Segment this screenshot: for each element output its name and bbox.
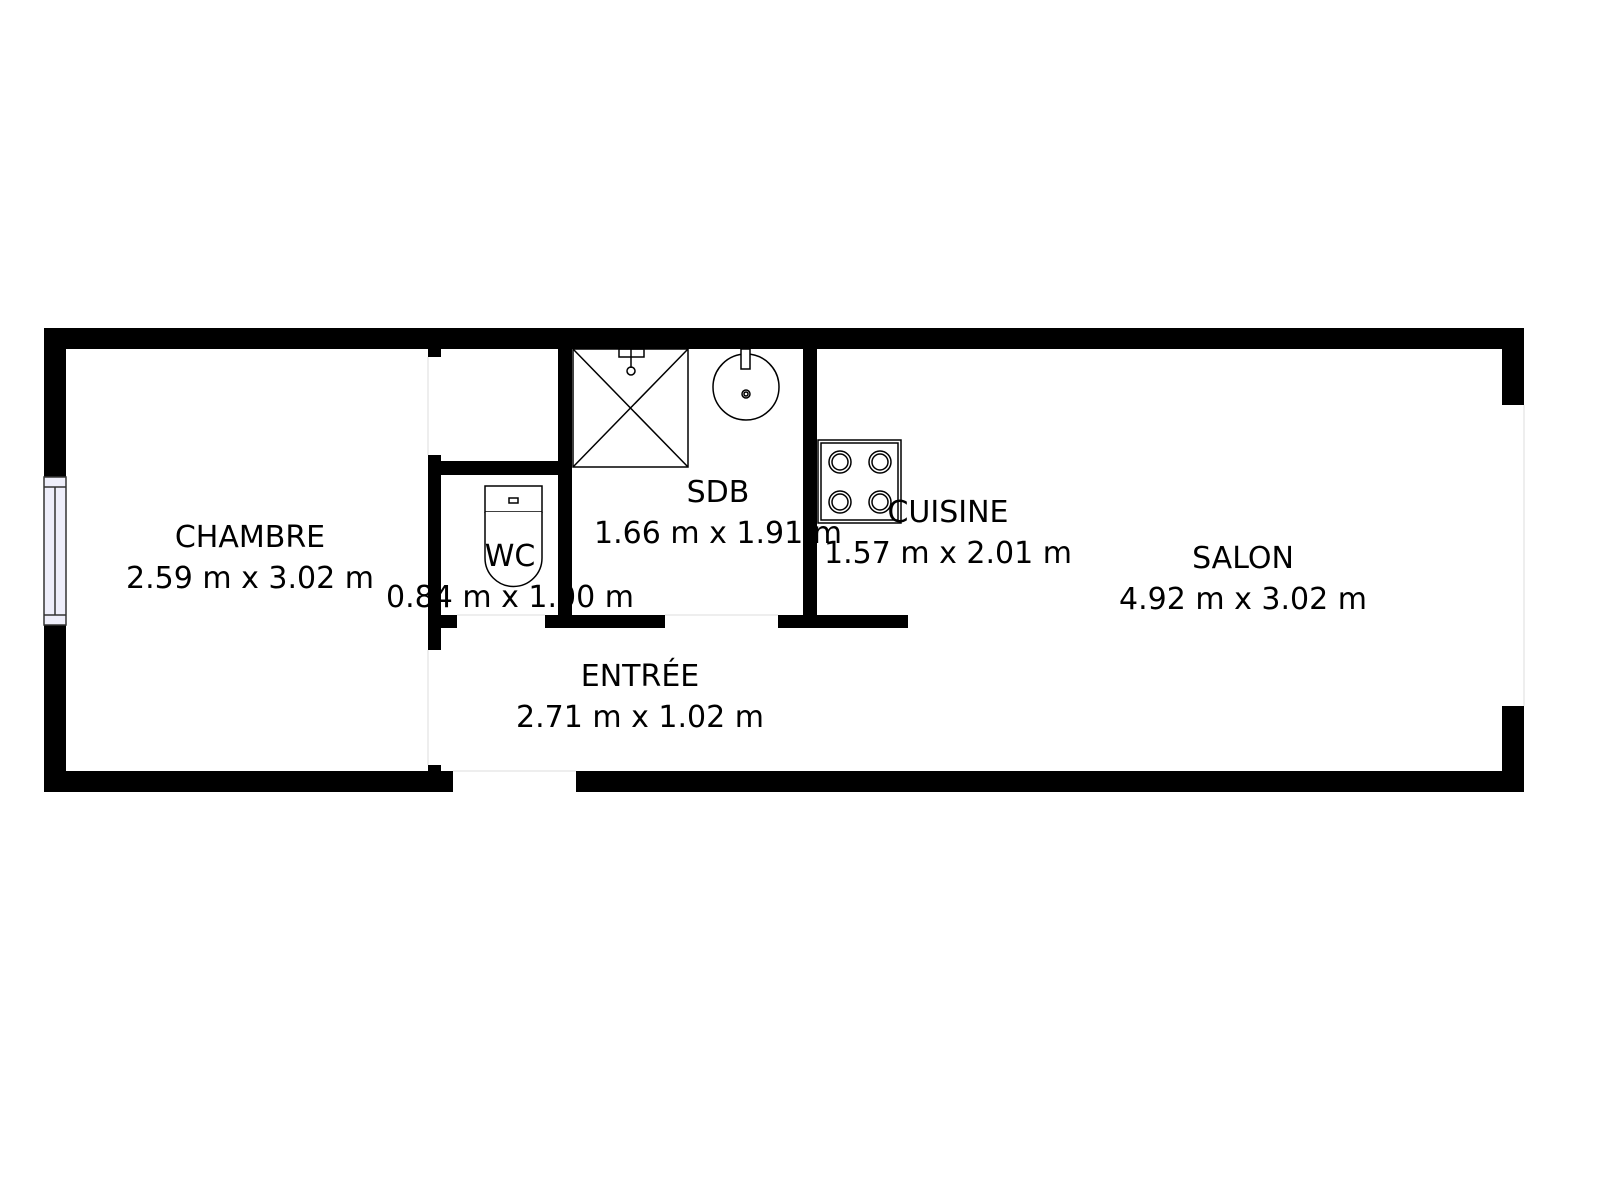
wall-wc-top (428, 461, 560, 475)
wall-sdb-left (558, 349, 572, 628)
wall-cuisine-left (803, 349, 817, 628)
wall-sdb-bottom (545, 615, 665, 628)
room-dims-salon: 4.92 m x 3.02 m (1119, 582, 1367, 617)
walls (44, 328, 1524, 792)
wall-bottom-right (576, 771, 1524, 792)
cooktop-icon (817, 439, 902, 524)
labels: CHAMBRE 2.59 m x 3.02 m WC 0.84 m x 1.00… (126, 475, 1367, 735)
wall-bottom-left (44, 771, 453, 792)
room-dims-sdb: 1.66 m x 1.91 m (594, 516, 842, 551)
room-dims-cuisine: 1.57 m x 2.01 m (824, 536, 1072, 571)
sink-icon (712, 348, 780, 421)
room-name-chambre: CHAMBRE (175, 520, 325, 555)
wall-wc-bottom (428, 615, 457, 628)
room-name-sdb: SDB (687, 475, 750, 510)
wall-right-lower (1502, 706, 1524, 792)
room-dims-entree: 2.71 m x 1.02 m (516, 700, 764, 735)
room-name-wc: WC (485, 539, 536, 574)
wall-top (44, 328, 1524, 349)
shower-icon (572, 348, 689, 468)
room-dims-chambre: 2.59 m x 3.02 m (126, 561, 374, 596)
wall-left-upper (44, 328, 66, 477)
room-name-cuisine: CUISINE (887, 495, 1008, 530)
wall-right-upper (1502, 328, 1524, 405)
toilet-icon (484, 485, 543, 588)
wall-chambre-bottom (428, 765, 441, 777)
wall-chambre-mid (428, 455, 441, 650)
wall-chambre-top (428, 349, 441, 357)
room-dims-wc: 0.84 m x 1.00 m (386, 580, 634, 615)
wall-cuisine-bottom (778, 615, 908, 628)
room-name-salon: SALON (1192, 541, 1294, 576)
openings (427, 357, 1525, 772)
room-name-entree: ENTRÉE (581, 658, 699, 694)
window-chambre[interactable] (43, 476, 67, 626)
wall-left-lower (44, 625, 66, 792)
